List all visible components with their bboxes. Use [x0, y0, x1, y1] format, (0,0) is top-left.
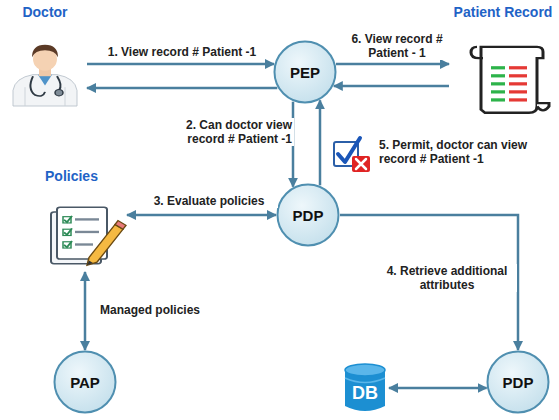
- flow-arrow: [87, 63, 274, 66]
- patient-record-illustration: [451, 26, 555, 116]
- flow-arrow: [127, 214, 276, 217]
- database-node: DB: [343, 362, 387, 414]
- checkbox-icon: [334, 138, 370, 172]
- flow-arrow: [336, 63, 449, 66]
- step-label: Managed policies: [98, 303, 232, 317]
- node-heading: Doctor: [5, 4, 85, 20]
- node-label: PEP: [290, 64, 320, 81]
- node-label: PAP: [70, 374, 100, 391]
- doctor-figure: Doctor: [5, 4, 85, 106]
- doctor-illustration: [5, 26, 85, 106]
- policies-illustration: [45, 190, 125, 270]
- flow-arrow: [84, 272, 87, 350]
- pdp-circle: PDP: [276, 183, 340, 247]
- node-heading: Patient Record: [451, 4, 555, 20]
- node-heading: Policies: [45, 168, 125, 184]
- node-label: PDP: [293, 207, 324, 224]
- flow-arrow: [87, 87, 277, 90]
- step-label: 3. Evaluate policies: [140, 194, 278, 208]
- flow-arrow: [340, 215, 518, 350]
- flow-arrow: [319, 100, 322, 185]
- step-label: 6. View record # Patient - 1: [340, 32, 454, 60]
- pep-circle: PEP: [273, 40, 337, 104]
- step-label: 2. Can doctor view record # Patient -1: [158, 118, 294, 146]
- step-label: 4. Retrieve additional attributes: [377, 264, 517, 292]
- policies-figure: Policies: [45, 168, 125, 270]
- step-label: 5. Permit, doctor can view record # Pati…: [377, 138, 559, 166]
- pap-circle: PAP: [53, 350, 117, 414]
- pdp-circle: PDP: [486, 350, 550, 414]
- node-label: DB: [352, 383, 378, 404]
- step-label: 1. View record # Patient -1: [90, 45, 274, 59]
- node-label: PDP: [503, 374, 534, 391]
- flow-arrow: [334, 85, 449, 88]
- patient-record-figure: Patient Record: [451, 4, 555, 116]
- flow-arrow: [389, 387, 487, 390]
